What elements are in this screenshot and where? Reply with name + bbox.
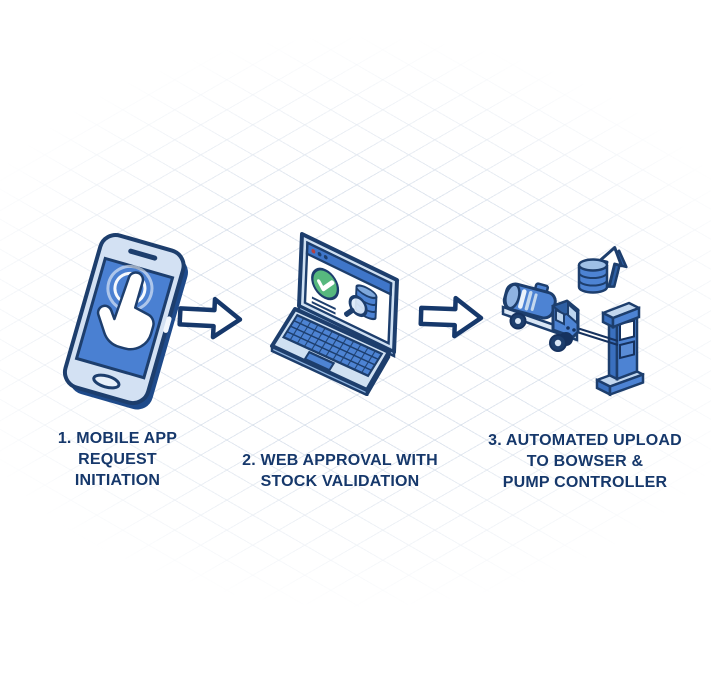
- database-icon: [577, 258, 609, 294]
- step-label-line: REQUEST: [78, 451, 157, 468]
- fuel-bowser-pump-icon: [501, 246, 645, 397]
- text-line: [311, 300, 336, 315]
- phone-side-button: [163, 316, 172, 333]
- step-label: 2. WEB APPROVAL WITH STOCK VALIDATION: [233, 450, 447, 492]
- windshield: [567, 301, 578, 326]
- step-label-line: STOCK VALIDATION: [260, 473, 420, 490]
- step-label: 3. AUTOMATED UPLOAD TO BOWSER & PUMP CON…: [477, 430, 693, 493]
- browser-titlebar: [305, 240, 393, 297]
- side-window: [555, 308, 565, 326]
- laptop-keyboard: [281, 313, 384, 378]
- approval-check-icon: [311, 267, 340, 301]
- pump-panel: [619, 340, 635, 360]
- phone-speaker: [128, 248, 158, 261]
- step-label-line: PUMP CONTROLLER: [502, 474, 668, 491]
- arrow-right-icon: [418, 295, 484, 339]
- phone-home-button: [92, 373, 121, 390]
- fuel-hoses: [576, 327, 619, 346]
- arrow-right-icon: [177, 296, 243, 340]
- step-label-line: TO BOWSER &: [526, 453, 644, 470]
- window-dot: [323, 255, 328, 260]
- pump-controller: [595, 301, 645, 397]
- stock-database-search-icon: [343, 284, 378, 321]
- step-label-line: 3. AUTOMATED UPLOAD: [488, 432, 682, 449]
- smartphone-tap-icon: [62, 233, 188, 410]
- laptop-approval-icon: [270, 232, 399, 396]
- text-line: [311, 296, 336, 311]
- bowser-truck: [501, 282, 581, 352]
- laptop-touchpad: [303, 350, 336, 372]
- laptop-screen-content: [303, 240, 393, 346]
- step-label-line: 2. WEB APPROVAL WITH: [242, 452, 438, 469]
- truck-cab: [550, 299, 581, 339]
- step-label-line: INITIATION: [74, 472, 161, 489]
- step-label-line: 1. MOBILE APP: [57, 430, 178, 447]
- step-label: 1. MOBILE APP REQUEST INITIATION: [25, 428, 210, 491]
- window-dot-red: [311, 249, 316, 254]
- truck-wheels: [509, 312, 573, 352]
- tap-hand-icon: [96, 264, 155, 351]
- window-dot: [317, 252, 322, 257]
